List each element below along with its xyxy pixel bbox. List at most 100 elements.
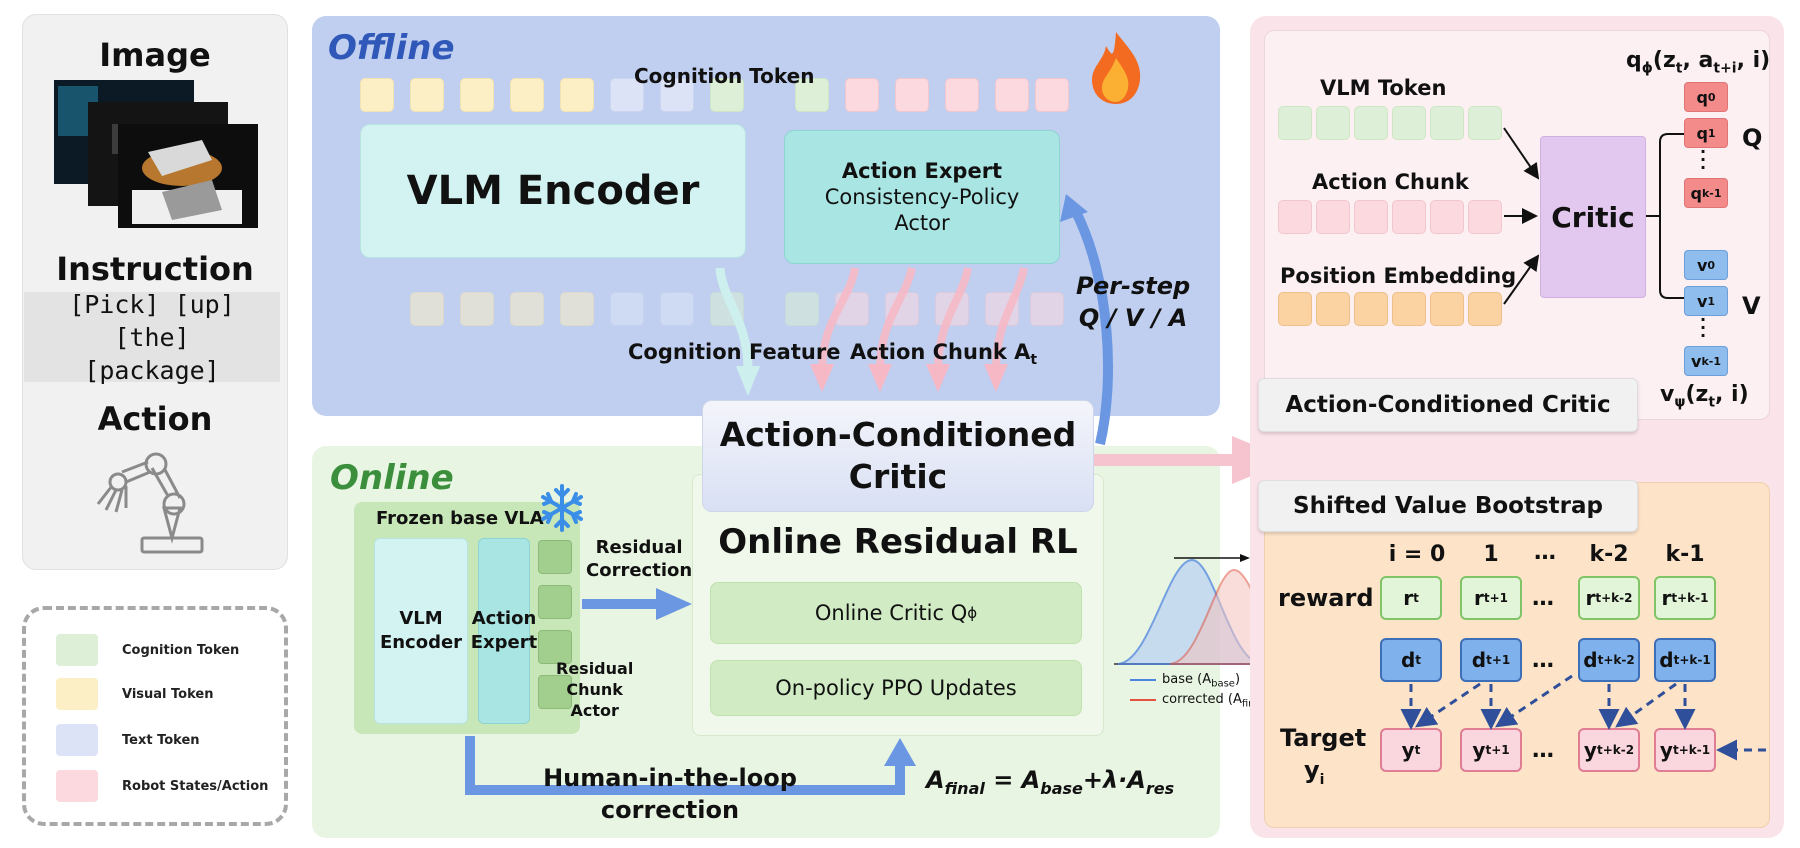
dist-corrected-text: corrected (A xyxy=(1162,692,1242,707)
token-visual xyxy=(460,78,494,112)
target-yi-sub: i xyxy=(1319,771,1325,788)
r1-s: t+1 xyxy=(1483,591,1508,605)
col-header-1: 1 xyxy=(1483,542,1499,567)
token-text xyxy=(660,292,694,326)
col-header-ellipsis: … xyxy=(1534,540,1556,565)
v-dots: ··· xyxy=(1700,310,1707,345)
q-formula-phi: ϕ xyxy=(1641,60,1653,77)
action-expert-actor: Actor xyxy=(894,211,950,235)
target-ellipsis: … xyxy=(1532,738,1554,763)
cognition-token-label: Cognition Token xyxy=(634,64,815,88)
token-visual xyxy=(360,78,394,112)
col-header-0: i = 0 xyxy=(1388,542,1446,567)
v1-sub: 1 xyxy=(1707,294,1716,308)
token-cognition xyxy=(785,292,819,326)
v1-base: v xyxy=(1696,291,1708,311)
action-expert-subtitle: Consistency-Policy xyxy=(824,185,1020,209)
d3-s: t+k-1 xyxy=(1673,653,1711,667)
online-vlm-encoder-l2: Encoder xyxy=(379,632,463,653)
r1-b: r xyxy=(1473,586,1484,610)
position-token xyxy=(1316,292,1350,326)
qk1-sub: k-1 xyxy=(1701,186,1722,200)
formula-sub-res: res xyxy=(1145,778,1175,798)
target-label: Target yi xyxy=(1280,722,1366,796)
residual-slot xyxy=(538,630,572,664)
robot-arm-icon xyxy=(96,452,204,554)
d1-s: t+1 xyxy=(1486,653,1511,667)
token-visual xyxy=(510,78,544,112)
r0-s: t xyxy=(1413,591,1419,605)
online-action-expert-l1: Action xyxy=(471,608,537,629)
vk1-sub: k-1 xyxy=(1701,354,1721,368)
action-expert-label: Action Expert xyxy=(841,159,1003,183)
position-token xyxy=(1430,292,1464,326)
token-cognition xyxy=(710,78,744,112)
online-vlm-encoder-l1: VLM xyxy=(399,608,443,629)
position-token xyxy=(1392,292,1426,326)
ppo-box: On-policy PPO Updates xyxy=(710,660,1082,716)
dist-base-text: base (A xyxy=(1162,672,1212,687)
action-token xyxy=(1278,200,1312,234)
v-letter: V xyxy=(1742,292,1761,320)
y3-b: y xyxy=(1659,738,1673,762)
online-title: Online xyxy=(330,458,454,498)
q-formula-args: (z xyxy=(1652,48,1676,73)
dist-legend-base: base (Abase) xyxy=(1162,672,1241,690)
q-formula-args2: , a xyxy=(1682,48,1714,73)
token-text xyxy=(610,78,644,112)
legend-label-visual: Visual Token xyxy=(122,687,214,702)
v0-base: v xyxy=(1696,255,1708,275)
token-robot xyxy=(845,78,879,112)
token-visual xyxy=(560,78,594,112)
bootstrap-caption: Shifted Value Bootstrap xyxy=(1258,480,1638,532)
v-formula: vψ(zt, i) xyxy=(1660,382,1749,410)
action-expert-box: Action Expert Consistency-Policy Actor xyxy=(784,130,1060,264)
v-formula-zt: t xyxy=(1708,394,1716,411)
d0-s: t xyxy=(1415,653,1422,667)
image-frames xyxy=(54,80,258,228)
online-critic-sub: ϕ xyxy=(967,604,978,622)
per-step-label: Per-step Q / V / A xyxy=(1076,270,1190,334)
snowflake-icon xyxy=(541,484,583,532)
per-step-line1: Per-step xyxy=(1076,272,1191,300)
instruction-label: Instruction xyxy=(56,250,254,288)
final-action-formula: Afinal = Abase+λ·Ares xyxy=(926,766,1174,798)
residual-actor-label: Residual Chunk Actor xyxy=(556,658,633,721)
token-cognition xyxy=(795,78,829,112)
bootstrap-caption-text: Shifted Value Bootstrap xyxy=(1293,493,1603,519)
legend-swatch-text xyxy=(56,724,98,756)
position-token xyxy=(1354,292,1388,326)
q-formula-q: q xyxy=(1626,48,1642,73)
reward-ellipsis: … xyxy=(1532,586,1554,611)
vlm-token xyxy=(1316,106,1350,140)
y2-b: y xyxy=(1583,738,1597,762)
critic-center-l1: Action-Conditioned xyxy=(719,415,1077,454)
y2-s: t+k-2 xyxy=(1596,743,1635,757)
image-label: Image xyxy=(99,36,211,74)
y0-s: t xyxy=(1414,743,1421,757)
critic-center-l2: Critic xyxy=(848,457,948,496)
residual-slot xyxy=(538,675,572,709)
action-chunk-text: Action Chunk A xyxy=(850,340,1031,364)
critic-label: Critic xyxy=(1551,200,1635,234)
token-visual xyxy=(510,292,544,326)
token-robot xyxy=(995,78,1029,112)
d2-s: t+k-2 xyxy=(1597,653,1635,667)
critic-box: Critic xyxy=(1540,136,1646,298)
token-visual xyxy=(560,292,594,326)
critic-action-chunk-label: Action Chunk xyxy=(1312,170,1469,194)
q-formula-ati: t+i xyxy=(1713,60,1737,77)
instruction-text: [Pick] [up] [the] [package] xyxy=(24,290,280,385)
online-critic-label: Online Critic Q xyxy=(814,601,968,625)
